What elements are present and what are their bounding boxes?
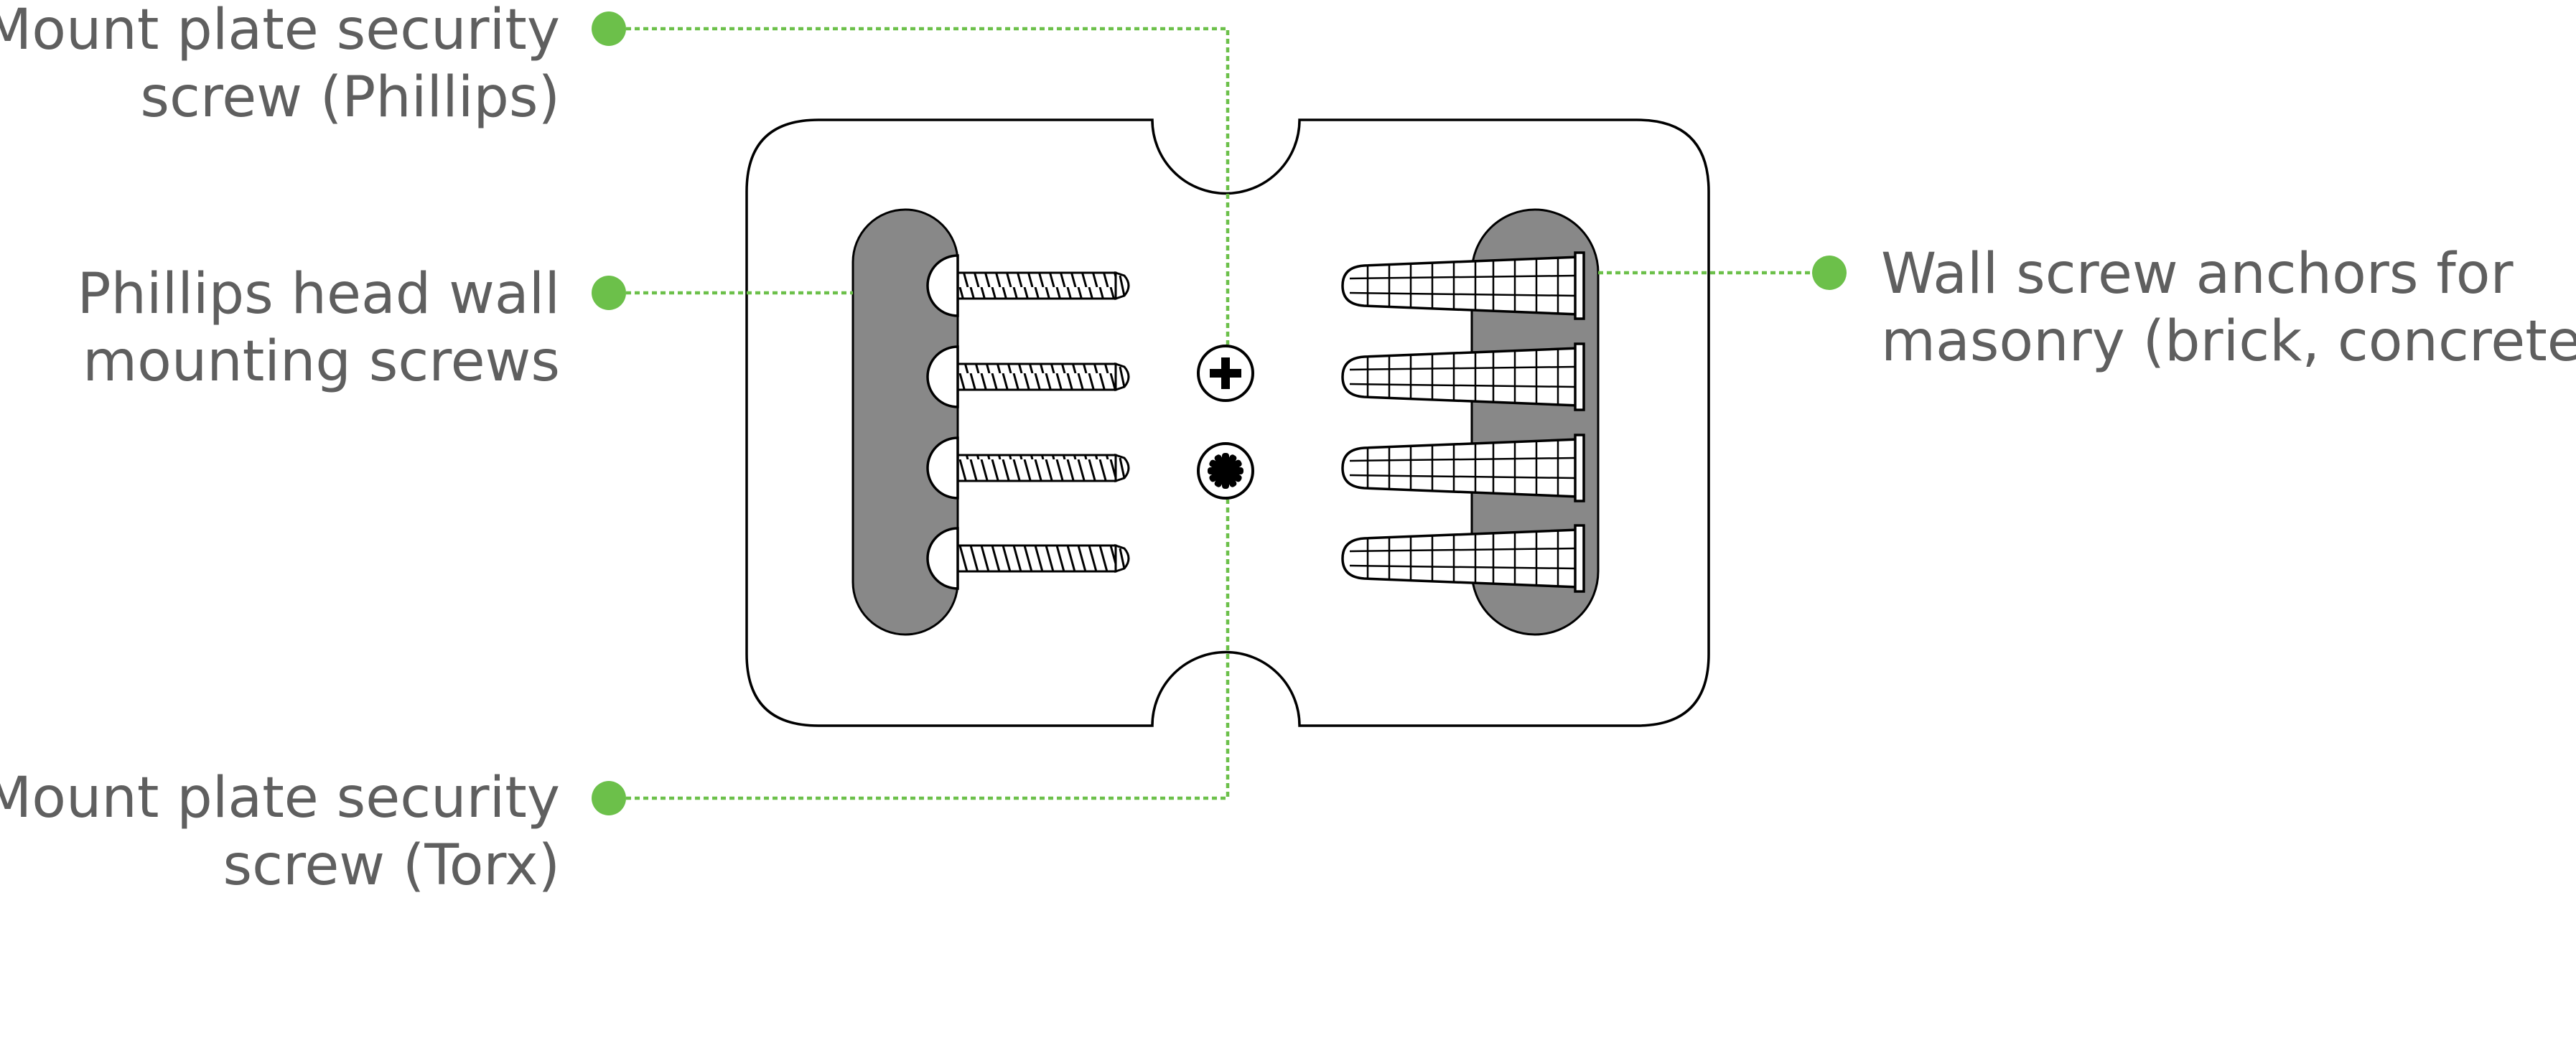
phillips-screw-head-icon (1197, 345, 1254, 402)
wall-anchor (1341, 434, 1585, 502)
callout-dot-phillips-screw (592, 11, 626, 46)
callout-dot-torx-screw (592, 781, 626, 815)
wall-screw (926, 527, 1130, 590)
callout-dot-anchors (1812, 256, 1847, 290)
callout-dot-wall-screws (592, 276, 626, 310)
wall-anchor (1341, 251, 1585, 320)
label-anchors-line2: masonry (brick, concrete) (1881, 309, 2576, 374)
leader-line-phillips-screw (609, 27, 1230, 345)
label-torx-security-screw-line2: screw (Torx) (223, 833, 560, 898)
wall-screw-group (926, 254, 1130, 590)
label-phillips-security-screw-line2: screw (Phillips) (140, 65, 560, 130)
label-wall-screws-line2: mounting screws (83, 329, 560, 394)
torx-screw-head-icon (1197, 442, 1254, 500)
wall-anchor (1341, 342, 1585, 411)
wall-screw (926, 254, 1130, 317)
wall-anchor (1341, 524, 1585, 593)
label-anchors-line1: Wall screw anchors for (1881, 242, 2514, 306)
wall-screw (926, 345, 1130, 408)
label-wall-screws-line1: Phillips head wall (77, 262, 560, 327)
screw-tray (851, 208, 959, 636)
anchor-group (1341, 251, 1585, 593)
label-torx-security-screw-line1: Mount plate security (0, 766, 560, 830)
anchor-tray (1470, 208, 1600, 636)
wall-screw (926, 436, 1130, 500)
label-phillips-security-screw-line1: Mount plate security (0, 0, 560, 62)
